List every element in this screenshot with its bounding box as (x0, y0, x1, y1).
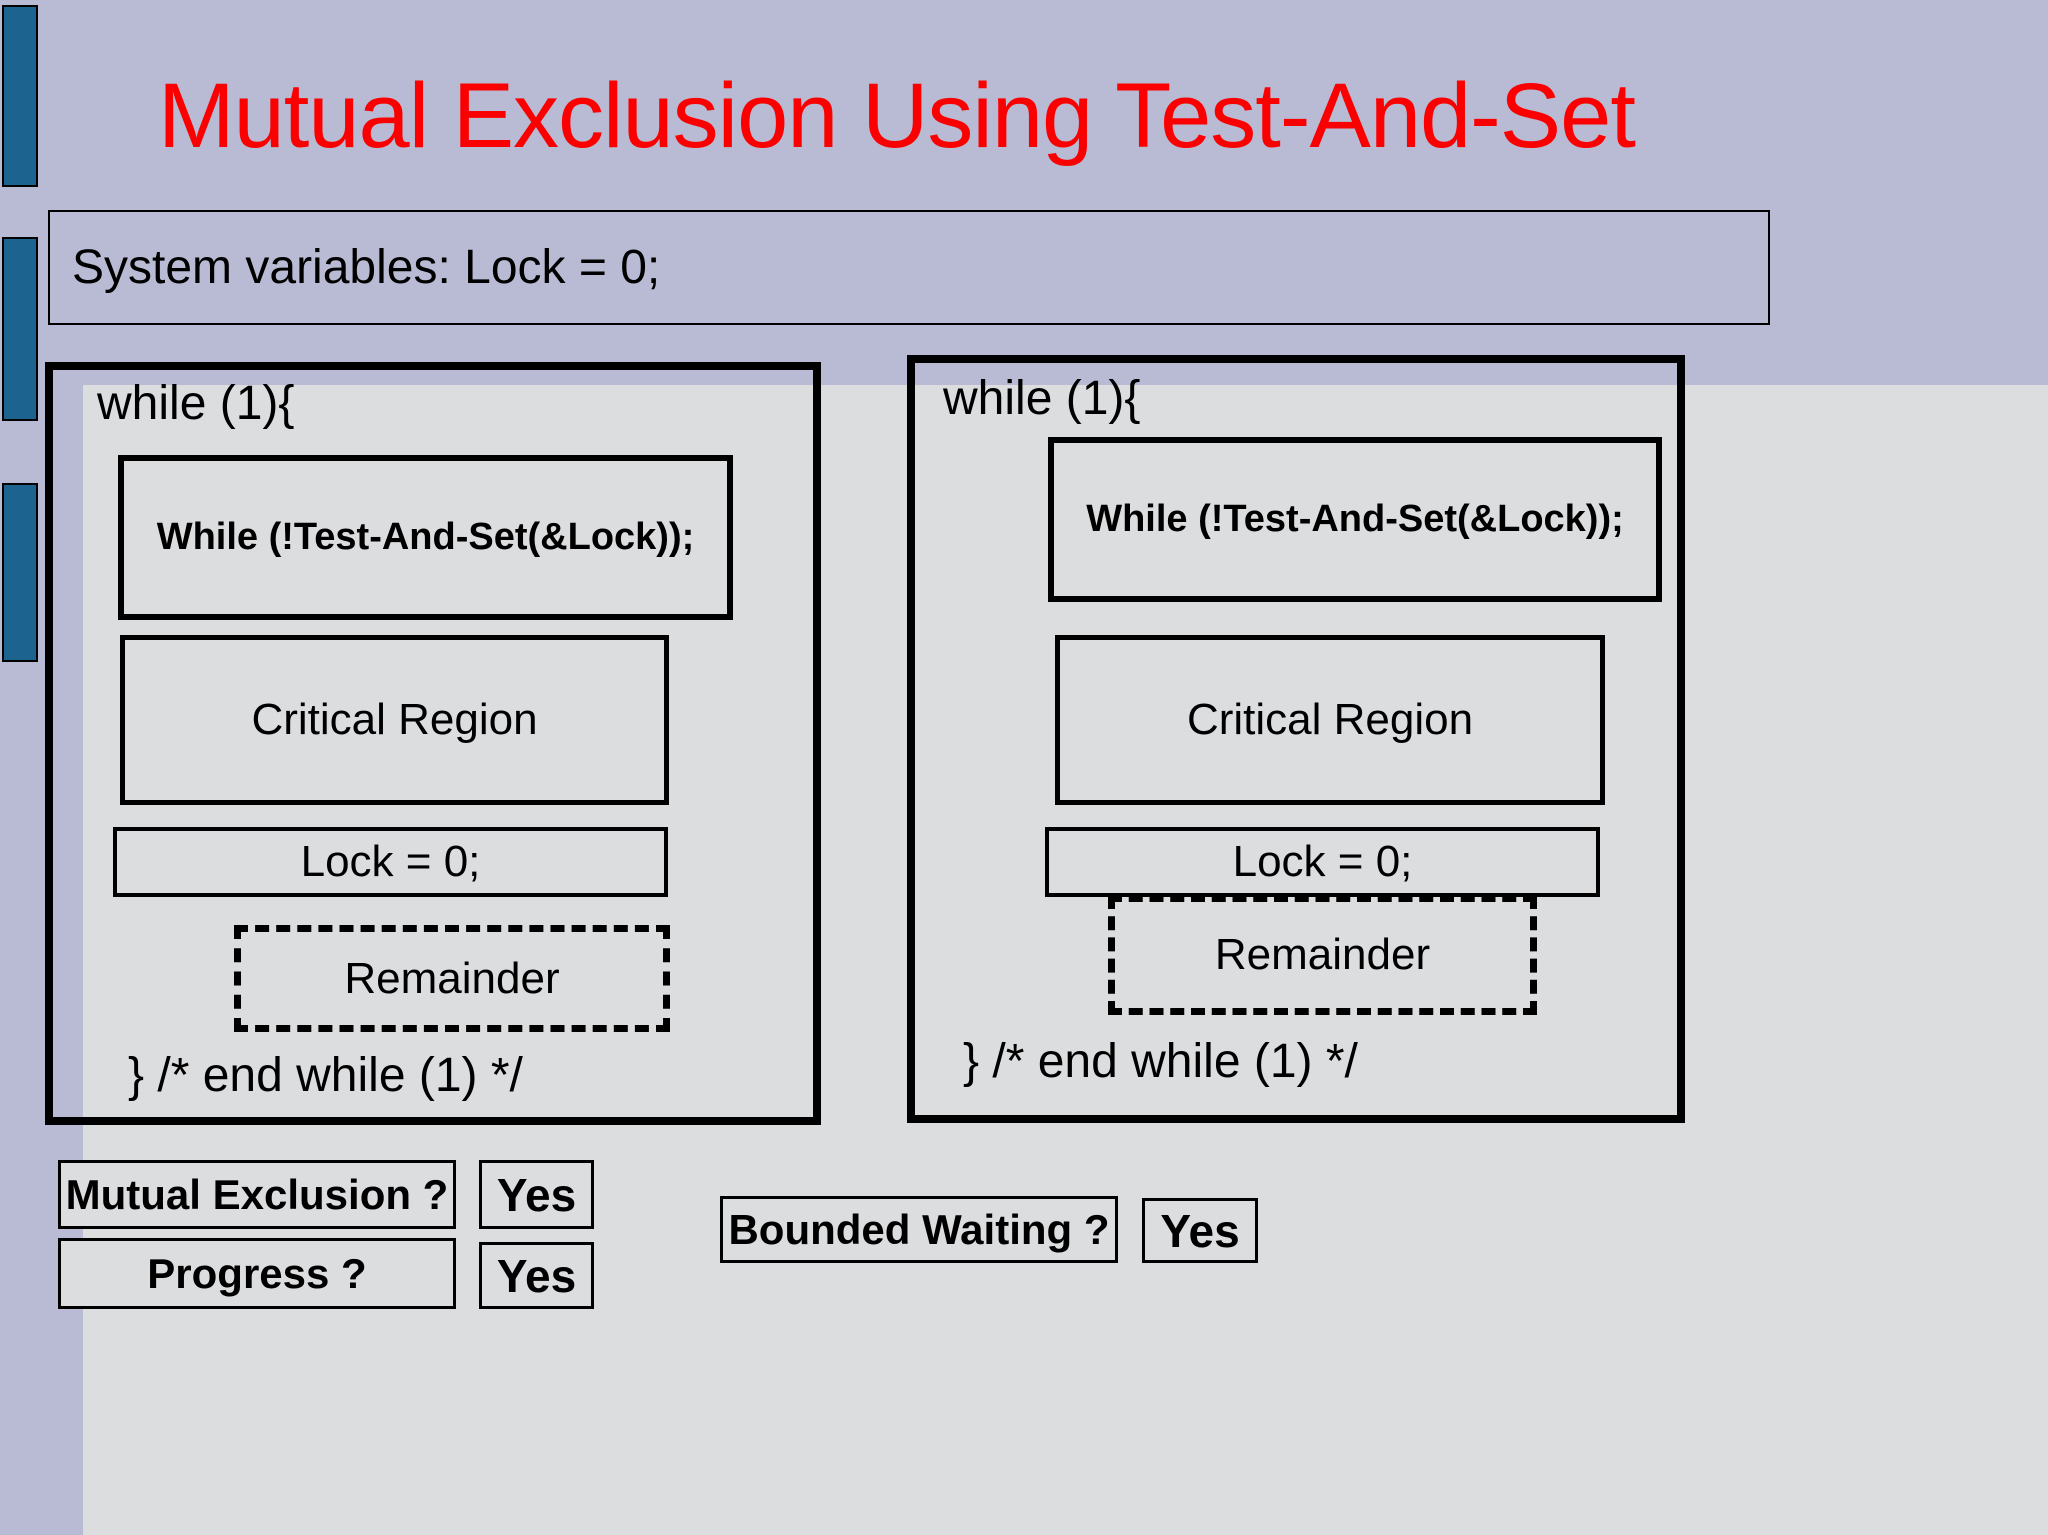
lock-release-box: Lock = 0; (113, 827, 668, 897)
remainder-box: Remainder (1108, 895, 1537, 1015)
mutual-exclusion-question-box: Mutual Exclusion ? (58, 1160, 456, 1229)
test-and-set-text: While (!Test-And-Set(&Lock)); (1086, 498, 1624, 540)
process-box-left: while (1){ While (!Test-And-Set(&Lock));… (45, 362, 821, 1125)
bounded-waiting-question-box: Bounded Waiting ? (720, 1196, 1118, 1263)
critical-region-box: Critical Region (1055, 635, 1605, 805)
mutual-exclusion-answer-box: Yes (479, 1160, 594, 1229)
progress-answer-box: Yes (479, 1242, 594, 1309)
remainder-box: Remainder (234, 925, 670, 1032)
accent-bar-1 (2, 5, 38, 187)
content-background (83, 385, 2048, 1535)
remainder-text: Remainder (1214, 930, 1431, 979)
lock-release-text: Lock = 0; (1232, 837, 1413, 886)
accent-bar-3 (2, 483, 38, 662)
test-and-set-text: While (!Test-And-Set(&Lock)); (156, 516, 695, 558)
critical-region-text: Critical Region (1186, 695, 1474, 744)
mutual-exclusion-answer-label: Yes (496, 1168, 577, 1221)
accent-bar-2 (2, 237, 38, 421)
test-and-set-box: While (!Test-And-Set(&Lock)); (118, 455, 733, 620)
process-box-right: while (1){ While (!Test-And-Set(&Lock));… (907, 355, 1685, 1123)
lock-release-box: Lock = 0; (1045, 827, 1600, 897)
critical-region-box: Critical Region (120, 635, 669, 805)
progress-question-box: Progress ? (58, 1238, 456, 1309)
while-open-text: while (1){ (943, 372, 1141, 425)
progress-question-label: Progress ? (147, 1249, 367, 1297)
while-open-text: while (1){ (97, 377, 295, 430)
slide-title: Mutual Exclusion Using Test-And-Set (158, 65, 1636, 167)
test-and-set-box: While (!Test-And-Set(&Lock)); (1048, 437, 1662, 602)
bounded-waiting-question-label: Bounded Waiting ? (728, 1205, 1110, 1253)
remainder-text: Remainder (344, 953, 560, 1003)
system-variables-box: System variables: Lock = 0; (48, 210, 1770, 325)
while-close-text: } /* end while (1) */ (963, 1035, 1358, 1088)
lock-release-text: Lock = 0; (300, 837, 481, 886)
critical-region-text: Critical Region (251, 695, 538, 744)
while-close-text: } /* end while (1) */ (128, 1049, 523, 1102)
mutual-exclusion-question-label: Mutual Exclusion ? (65, 1170, 449, 1218)
system-variables-text: System variables: Lock = 0; (72, 241, 661, 294)
bounded-waiting-answer-box: Yes (1142, 1198, 1258, 1263)
progress-answer-label: Yes (496, 1249, 577, 1302)
bounded-waiting-answer-label: Yes (1160, 1204, 1240, 1257)
